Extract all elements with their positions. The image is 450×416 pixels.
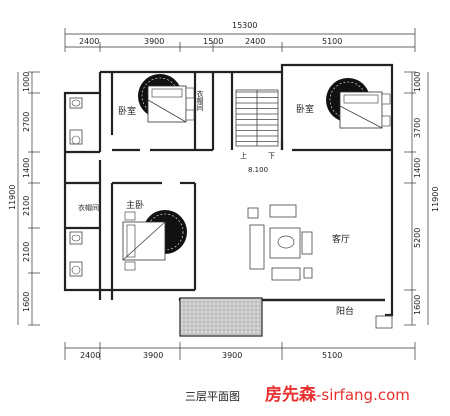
bottom-dim-1: 2400	[80, 351, 100, 360]
right-dimension-group: 11900 1000 3700 1400 5200 1600	[404, 72, 440, 326]
left-dim-6: 1600	[22, 292, 31, 312]
balcony-label: 阳台	[336, 305, 354, 317]
master-bed	[122, 210, 187, 271]
right-dim-5: 1600	[413, 295, 422, 315]
interior-walls	[65, 72, 392, 292]
stair-down-label: 下	[268, 152, 275, 160]
floor-plan-caption: 三层平面图	[185, 390, 240, 403]
left-dim-2: 2700	[22, 112, 31, 132]
top-left-bed	[138, 74, 195, 123]
top-dim-4: 2400	[245, 37, 265, 46]
top-dim-3: 1500	[203, 37, 223, 46]
bottom-dim-4: 5100	[322, 351, 342, 360]
staircase: 上 下 8.100	[235, 89, 279, 174]
bottom-dim-3: 3900	[222, 351, 242, 360]
closet-top-label: 衣帽间	[196, 89, 204, 112]
left-total-dim: 11900	[8, 185, 17, 210]
left-dim-1: 1000	[22, 72, 31, 92]
left-dim-3: 1400	[22, 158, 31, 178]
master-bedroom-label: 主卧	[126, 199, 144, 211]
top-dim-1: 2400	[79, 37, 99, 46]
top-dim-2: 3900	[144, 37, 164, 46]
balcony-area	[179, 297, 393, 337]
right-dim-3: 1400	[413, 158, 422, 178]
watermark: 房先森-sirfang.com	[265, 380, 410, 405]
bedroom-right-label: 卧室	[296, 103, 314, 115]
bedroom-left-label: 卧室	[118, 105, 136, 117]
top-total-dim: 15300	[232, 21, 257, 30]
bottom-dim-2: 3900	[143, 351, 163, 360]
closet-left-label: 衣帽间	[78, 203, 99, 212]
watermark-brand: 房先森	[265, 385, 316, 405]
living-room-label: 客厅	[332, 233, 350, 245]
left-dim-4: 2100	[22, 196, 31, 216]
stair-up-label: 上	[240, 151, 247, 160]
top-dim-5: 5100	[322, 37, 342, 46]
living-room-furniture	[247, 204, 313, 281]
watermark-url: -sirfang.com	[316, 386, 410, 404]
top-right-bed	[326, 78, 391, 129]
right-dim-2: 3700	[413, 118, 422, 138]
upper-bathroom	[69, 97, 83, 145]
left-dimension-group: 11900 1000 2700 1400 2100 2100 1600	[8, 72, 40, 326]
lower-bathroom	[69, 231, 83, 277]
top-dimension-group: 15300 2400 3900 1500 2400 5100	[64, 21, 416, 52]
right-dim-1: 1000	[413, 72, 422, 92]
bottom-dimension-group: 2400 3900 3900 5100	[64, 342, 416, 360]
right-dim-4: 5200	[413, 228, 422, 248]
left-dim-5: 2100	[22, 242, 31, 262]
level-label: 8.100	[248, 166, 268, 174]
right-total-dim: 11900	[431, 187, 440, 212]
